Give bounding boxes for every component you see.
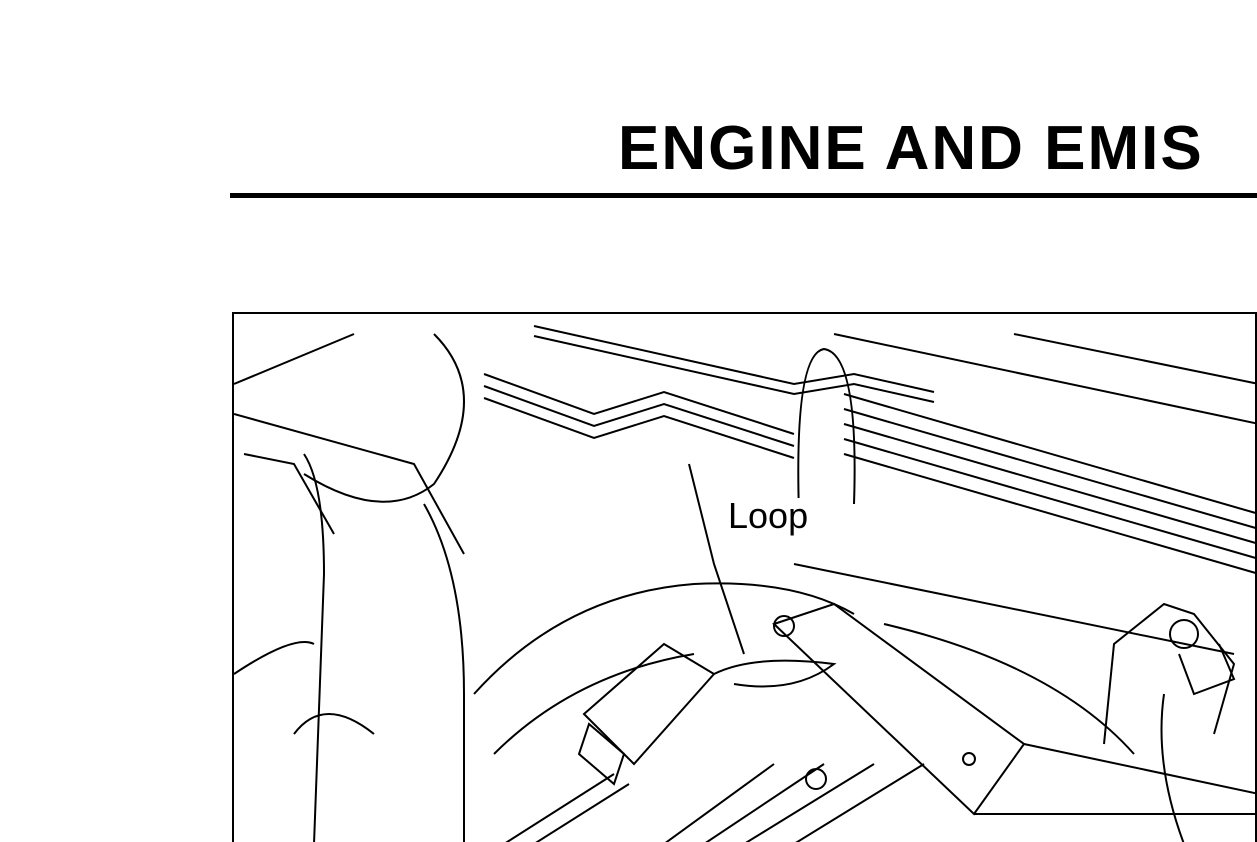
page-heading: ENGINE AND EMIS — [618, 114, 1204, 183]
illustration-drawing — [234, 325, 1255, 842]
wiring-illustration: Loop — [232, 312, 1257, 842]
heading-rule — [230, 193, 1257, 198]
loop-callout-label: Loop — [724, 498, 813, 534]
